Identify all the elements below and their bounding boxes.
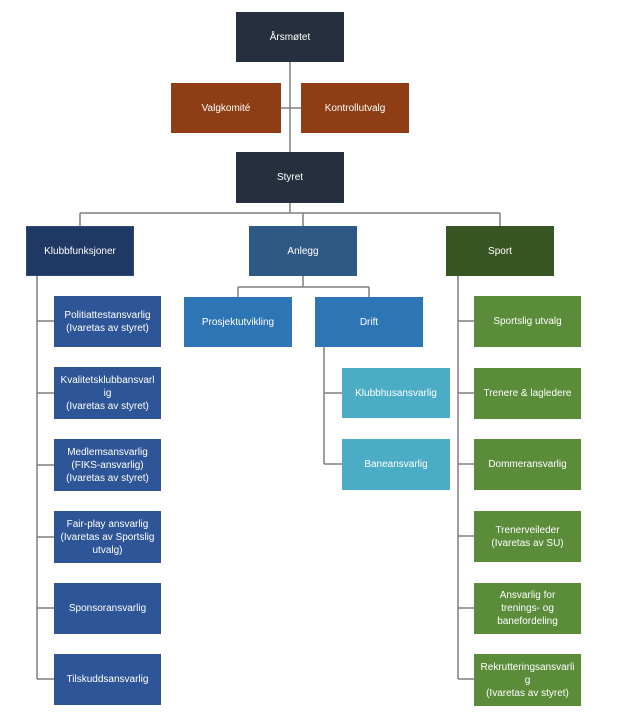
- node-klubbfunksjoner: Klubbfunksjoner: [26, 226, 134, 276]
- node-label: Medlemsansvarlig (FIKS-ansvarlig) (Ivare…: [66, 446, 149, 484]
- node-valgkomite-label: Valgkomité: [201, 102, 251, 114]
- node-valgkomite: Valgkomité: [171, 83, 281, 133]
- node-sport: Sport: [446, 226, 554, 276]
- node-drift: Drift: [315, 297, 423, 347]
- node-styret-label: Styret: [276, 172, 304, 183]
- node-label: Baneansvarlig: [364, 459, 428, 470]
- node-label: Ansvarlig for trenings- og banefordeling: [497, 590, 558, 627]
- node-klubbfunksjoner-label: Klubbfunksjoner: [44, 245, 116, 257]
- node-sport-item-sportslig-utvalg: Sportslig utvalg: [474, 296, 581, 347]
- node-styret: Styret: [236, 152, 344, 203]
- node-sport-item-rekrutteringsansvarlig: Rekrutteringsansvarli g (Ivaretas av sty…: [474, 654, 581, 706]
- node-label: Kvalitetsklubbansvarl ig (Ivaretas av st…: [60, 374, 155, 412]
- node-drift-item-klubbhusansvarlig: Klubbhusansvarlig: [342, 368, 450, 418]
- node-kontrollutvalg: Kontrollutvalg: [301, 83, 409, 133]
- node-label: Fair-play ansvarlig (Ivaretas av Sportsl…: [60, 518, 155, 556]
- node-prosjektutvikling: Prosjektutvikling: [184, 297, 292, 347]
- node-aarsmotet: Årsmøtet: [236, 12, 344, 62]
- node-klubb-item-fairplay: Fair-play ansvarlig (Ivaretas av Sportsl…: [54, 511, 161, 563]
- node-anlegg-label: Anlegg: [287, 245, 319, 257]
- node-sport-item-trenerveileder: Trenerveileder (Ivaretas av SU): [474, 511, 581, 562]
- node-klubb-item-kvalitetsklubb: Kvalitetsklubbansvarl ig (Ivaretas av st…: [54, 367, 161, 419]
- node-label: Drift: [359, 316, 379, 328]
- node-anlegg: Anlegg: [249, 226, 357, 276]
- node-drift-item-baneansvarlig: Baneansvarlig: [342, 439, 450, 490]
- node-label: Prosjektutvikling: [201, 316, 275, 328]
- node-aarsmotet-label: Årsmøtet: [269, 31, 311, 43]
- node-label: Dommeransvarlig: [488, 459, 567, 470]
- node-label: Trenere & lagledere: [483, 388, 572, 399]
- node-sport-item-dommeransvarlig: Dommeransvarlig: [474, 439, 581, 490]
- node-label: Rekrutteringsansvarli g (Ivaretas av sty…: [480, 661, 575, 699]
- node-label: Tilskuddsansvarlig: [66, 674, 149, 685]
- node-label: Politiattestansvarlig (Ivaretas av styre…: [64, 309, 151, 334]
- node-label: Sportslig utvalg: [493, 316, 562, 327]
- node-kontrollutvalg-label: Kontrollutvalg: [324, 102, 386, 114]
- node-label: Klubbhusansvarlig: [355, 387, 437, 399]
- node-label: Trenerveileder (Ivaretas av SU): [491, 524, 564, 549]
- node-klubb-item-medlemsansvarlig: Medlemsansvarlig (FIKS-ansvarlig) (Ivare…: [54, 439, 161, 491]
- node-klubb-item-politiattest: Politiattestansvarlig (Ivaretas av styre…: [54, 296, 161, 347]
- node-label: Sponsoransvarlig: [68, 603, 147, 614]
- node-sport-label: Sport: [488, 245, 512, 257]
- node-sport-item-trenings-banefordeling: Ansvarlig for trenings- og banefordeling: [474, 583, 581, 634]
- node-klubb-item-tilskuddsansvarlig: Tilskuddsansvarlig: [54, 654, 161, 705]
- node-klubb-item-sponsoransvarlig: Sponsoransvarlig: [54, 583, 161, 634]
- node-sport-item-trenere-lagledere: Trenere & lagledere: [474, 368, 581, 419]
